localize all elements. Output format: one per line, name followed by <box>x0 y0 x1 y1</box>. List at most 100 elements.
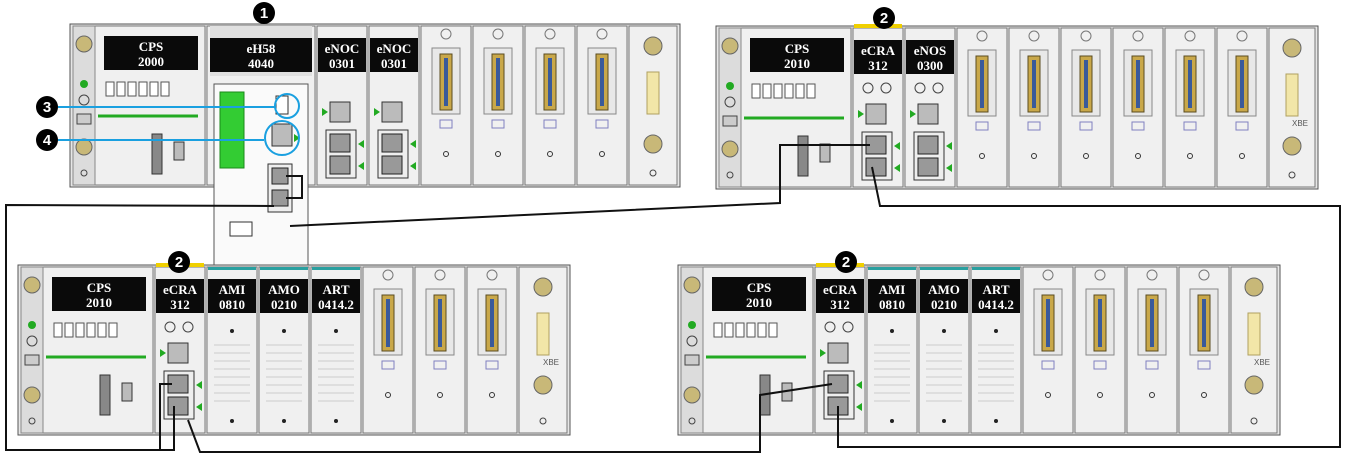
hole-icon <box>1201 392 1207 398</box>
ground-icon <box>686 335 698 347</box>
screw-icon <box>721 37 739 55</box>
screw-icon <box>1282 136 1302 156</box>
io-connector-pins <box>438 299 442 347</box>
callout-badge <box>835 251 857 273</box>
screw-icon <box>683 386 701 404</box>
io-connector-pins <box>1202 299 1206 347</box>
hole-icon <box>437 392 443 398</box>
arrow-icon <box>374 108 380 116</box>
module-io <box>1126 266 1178 434</box>
eth-port-icon <box>167 342 189 364</box>
eth-port-icon <box>271 189 289 207</box>
io-label-slot <box>543 119 557 129</box>
cps-port-icon <box>819 143 831 163</box>
io-label-slot <box>1197 360 1211 370</box>
callout-number: 3 <box>43 99 51 116</box>
led-icon <box>230 329 234 333</box>
terminal-icon <box>105 81 115 97</box>
module-io <box>956 27 1008 188</box>
analog-top-strip <box>208 267 256 270</box>
io-label-slot <box>1093 360 1107 370</box>
eth-port-icon <box>329 133 351 153</box>
terminal-icon <box>762 83 772 99</box>
hole-icon <box>688 417 696 425</box>
screw-icon <box>544 28 556 40</box>
arrow-icon <box>856 381 862 389</box>
module-label-line1: ART <box>323 282 350 297</box>
xbe-label: XBE <box>1254 358 1270 367</box>
xbe-label: XBE <box>543 358 559 367</box>
terminal-icon <box>75 322 85 338</box>
screw-icon <box>382 269 394 281</box>
xbe-slot <box>646 71 660 115</box>
screw-icon <box>1094 269 1106 281</box>
callout-number: 2 <box>880 10 888 27</box>
analog-top-strip <box>920 267 968 270</box>
hole-icon <box>80 169 88 177</box>
screw-icon <box>1244 375 1264 395</box>
module-label-line1: eCRA <box>861 43 896 58</box>
hole-icon <box>726 171 734 179</box>
module-io <box>1178 266 1230 434</box>
module-label-line1: AMO <box>268 282 300 297</box>
hole-icon <box>1083 153 1089 159</box>
callout-number: 4 <box>43 132 52 149</box>
power-led-icon <box>80 80 88 88</box>
xbe-slot <box>1247 312 1261 356</box>
module-label-line1: AMO <box>928 282 960 297</box>
callout-c2c: 2 <box>835 251 857 273</box>
module-label-bg <box>712 277 806 311</box>
module-label-line1: eNOC <box>377 41 412 56</box>
module-label-bg <box>750 38 844 72</box>
io-label-slot <box>1041 360 1055 370</box>
io-connector-pins <box>444 58 448 106</box>
module-label-line2: 0300 <box>917 58 943 73</box>
terminal-icon <box>149 81 159 97</box>
screw-icon <box>683 276 701 294</box>
module-label-line2: 0301 <box>381 56 407 71</box>
hole-icon <box>1097 392 1103 398</box>
screw-icon <box>942 419 946 423</box>
callout-number: 1 <box>260 5 268 22</box>
screw-icon <box>1042 269 1054 281</box>
module-label-line2: 4040 <box>248 56 274 71</box>
terminal-icon <box>97 322 107 338</box>
callout-c4: 4 <box>36 129 58 151</box>
rotary-switch-icon <box>182 321 194 333</box>
module-io <box>414 266 466 434</box>
io-connector-pins <box>1188 60 1192 108</box>
module-label-line2: 2010 <box>746 295 772 310</box>
screw-icon <box>230 419 234 423</box>
hole-icon <box>539 417 547 425</box>
module-io <box>1112 27 1164 188</box>
terminal-icon <box>108 322 118 338</box>
cps-connector-icon <box>99 374 111 416</box>
led-icon <box>942 329 946 333</box>
callout-number: 2 <box>175 254 183 271</box>
io-connector-pins <box>1240 60 1244 108</box>
hole-icon <box>1135 153 1141 159</box>
rotary-switch-icon <box>862 82 874 94</box>
screw-icon <box>75 35 93 53</box>
module-label-bg <box>104 36 198 70</box>
module-io <box>362 266 414 434</box>
terminal-icon <box>138 81 148 97</box>
module-label-bg <box>370 38 418 72</box>
module-label-bg <box>920 279 968 313</box>
screw-icon <box>721 140 739 158</box>
terminal-icon <box>64 322 74 338</box>
module-label-line1: AMI <box>879 282 906 297</box>
screw-icon <box>23 386 41 404</box>
io-label-slot <box>433 360 447 370</box>
screw-icon <box>533 277 553 297</box>
callout-badge <box>168 251 190 273</box>
hole-icon <box>28 417 36 425</box>
module-label-line1: eCRA <box>823 282 858 297</box>
terminal-icon <box>768 322 778 338</box>
terminal-icon <box>751 83 761 99</box>
